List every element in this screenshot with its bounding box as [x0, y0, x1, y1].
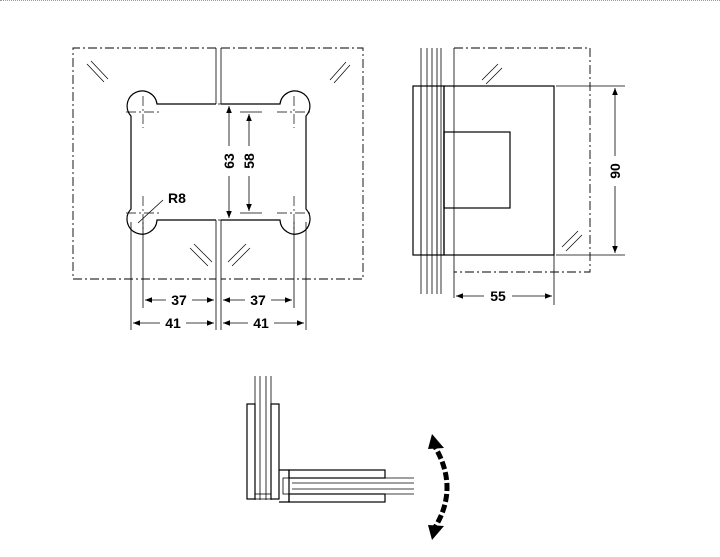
dim-58-label-bg — [241, 146, 257, 176]
top-view-clamp-base — [254, 493, 272, 500]
top-view-vertical-glass — [254, 376, 272, 500]
right-hinge-plate — [221, 90, 311, 235]
right-glass-outline — [221, 47, 364, 280]
radius-label: R8 — [168, 190, 186, 206]
top-view-hinge-knuckle — [282, 477, 290, 495]
dim-63-label-bg — [221, 146, 237, 176]
side-clamp-plate — [412, 85, 445, 256]
page-top-border — [0, 0, 720, 1]
top-view-horizontal-glass — [292, 477, 414, 495]
dim-55-label: 55 — [490, 288, 506, 304]
top-view-clamp-right — [270, 403, 280, 500]
dim-37-right-bg — [245, 290, 271, 306]
dim-63-label: 63 — [221, 153, 237, 169]
radius-leader — [137, 199, 164, 224]
dim-37-left-bg — [166, 290, 192, 306]
dim-41-left-label: 41 — [165, 315, 181, 331]
glass-hatch-marks — [86, 60, 351, 267]
dim-58-label: 58 — [241, 153, 257, 169]
dim-55-label-bg — [484, 286, 512, 302]
horizontal-dim-extension-lines — [130, 222, 307, 330]
side-hinge-body — [443, 85, 555, 256]
side-view: 90 55 — [412, 47, 625, 305]
dim-90-label-bg — [606, 156, 624, 186]
corner-center-marks — [126, 96, 311, 230]
dim-37-left-label: 37 — [171, 292, 187, 308]
rotation-arrow-arc — [429, 440, 450, 534]
top-view — [246, 376, 450, 540]
side-glass-lines — [420, 48, 442, 294]
front-view: R8 63 58 37 37 41 — [72, 47, 364, 331]
dim-37-right-label: 37 — [250, 292, 266, 308]
left-hinge-plate — [126, 90, 216, 235]
top-view-hinge-joint — [279, 469, 290, 503]
top-view-clamp-bottom — [288, 493, 386, 503]
dim-90-label: 90 — [607, 163, 623, 179]
dim-41-left-bg — [160, 313, 186, 329]
top-view-clamp-left — [246, 403, 256, 500]
top-view-clamp-top — [288, 469, 386, 479]
dim-41-right-bg — [248, 313, 274, 329]
rotation-arrowhead-top — [428, 434, 444, 449]
left-glass-outline — [72, 47, 216, 280]
side-hinge-knuckle — [443, 131, 511, 209]
side-glass-hatch — [481, 63, 583, 252]
dim-41-right-label: 41 — [253, 315, 269, 331]
rotation-arrowhead-bottom — [428, 525, 444, 540]
side-glass-outline — [454, 47, 591, 273]
